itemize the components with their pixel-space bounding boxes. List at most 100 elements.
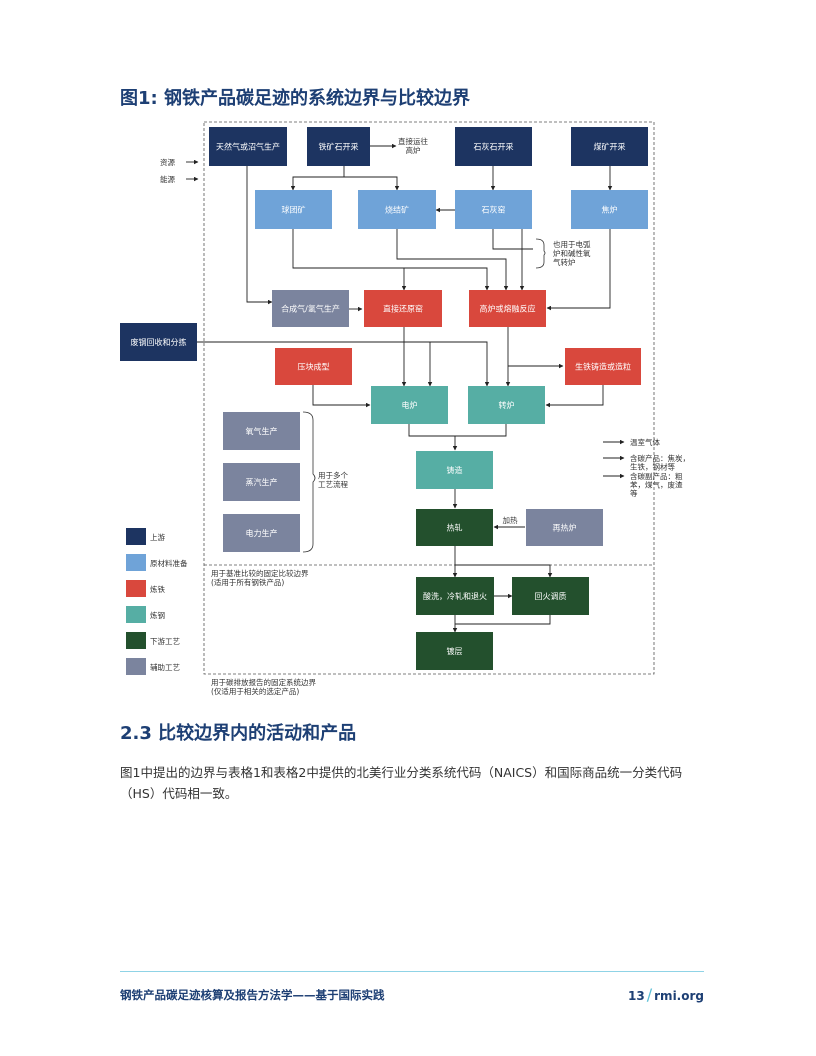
legend-item-upstream: 上游 xyxy=(126,528,165,545)
node-box xyxy=(455,127,532,166)
node-label: 石灰窑 xyxy=(482,205,506,215)
legend-item-aux: 辅助工艺 xyxy=(126,658,180,675)
node-bof: 转炉 xyxy=(468,386,545,424)
node-label: 回火调质 xyxy=(535,591,567,601)
figure-title: 图1: 钢铁产品碳足迹的系统边界与比较边界 xyxy=(120,88,470,109)
node-reheat: 再热炉 xyxy=(526,509,603,546)
node-box xyxy=(512,577,589,615)
legend-item-steel: 炼钢 xyxy=(126,606,165,623)
node-scrap: 废钢回收和分拣 xyxy=(120,323,197,361)
legend-label: 下游工艺 xyxy=(150,636,180,646)
legend-swatch xyxy=(126,632,146,649)
node-box xyxy=(223,514,300,552)
node-box xyxy=(307,127,370,166)
node-box xyxy=(416,632,493,670)
node-label: 焦炉 xyxy=(602,205,618,215)
site-link[interactable]: rmi.org xyxy=(654,989,704,1003)
node-label: 热轧 xyxy=(447,523,463,533)
node-box xyxy=(364,290,442,327)
node-label: 酸洗，冷轧和退火 xyxy=(423,591,487,601)
node-eaf: 电炉 xyxy=(371,386,448,424)
node-label: 电炉 xyxy=(402,400,418,410)
node-box xyxy=(209,127,287,166)
node-label: 氧气生产 xyxy=(246,426,278,436)
node-label: 再热炉 xyxy=(553,523,577,533)
node-cast: 铸造 xyxy=(416,451,493,489)
node-box xyxy=(416,577,494,615)
node-box xyxy=(571,127,648,166)
brace-multi-process xyxy=(302,411,316,553)
node-box xyxy=(223,412,300,450)
node-box xyxy=(272,290,349,327)
node-pig: 生铁铸造或造粒 xyxy=(565,348,641,385)
legend-item-raw: 原材料准备 xyxy=(126,554,188,571)
legend-label: 炼钢 xyxy=(150,610,165,620)
slash-divider: / xyxy=(646,985,653,1004)
node-box xyxy=(371,386,448,424)
legend-swatch xyxy=(126,554,146,571)
node-dri: 直接还原窑 xyxy=(364,290,442,327)
section-heading: 2.3 比较边界内的活动和产品 xyxy=(120,723,357,744)
node-box xyxy=(358,190,436,229)
annotation-also-eaf: 也用于电弧炉和碱性氧气转炉 xyxy=(553,239,591,267)
node-box xyxy=(416,451,493,489)
footer-page: 13/rmi.org xyxy=(628,985,704,1004)
node-box xyxy=(416,509,493,546)
node-label: 煤矿开采 xyxy=(594,142,626,152)
legend-item-iron: 炼铁 xyxy=(126,580,165,597)
brace-also-eaf xyxy=(535,238,546,269)
annotation-multi-process: 用于多个工艺流程 xyxy=(318,470,348,489)
node-hot: 热轧 xyxy=(416,509,493,546)
node-limestone: 石灰窑 xyxy=(455,190,532,229)
legend-item-downstream: 下游工艺 xyxy=(126,632,180,649)
input-resources-label: 资源 xyxy=(160,157,175,167)
node-box xyxy=(526,509,603,546)
footer-title: 钢铁产品碳足迹核算及报告方法学——基于国际实践 xyxy=(120,988,385,1002)
node-pellet: 球团矿 xyxy=(255,190,332,229)
legend-label: 上游 xyxy=(150,532,165,542)
node-box xyxy=(223,463,300,501)
node-box xyxy=(468,386,545,424)
input-energy-label: 能源 xyxy=(160,174,175,184)
node-bf: 高炉或熔融反应 xyxy=(469,290,546,327)
legend-label: 炼铁 xyxy=(150,584,165,594)
node-box xyxy=(469,290,546,327)
node-box xyxy=(571,190,648,229)
node-label: 压块成型 xyxy=(298,362,330,372)
node-gas: 天然气或沼气生产 xyxy=(209,127,287,166)
system-boundary-label: 用于碳排放报告的固定系统边界(仅适用于相关的选定产品) xyxy=(211,677,316,696)
node-coke: 焦炉 xyxy=(571,190,648,229)
page-number: 13 xyxy=(628,989,645,1003)
node-box xyxy=(275,348,352,385)
node-label: 生铁铸造或造粒 xyxy=(575,362,631,372)
node-oxygen: 氧气生产 xyxy=(223,412,300,450)
system-boundary xyxy=(203,121,655,675)
node-sinter: 烧结矿 xyxy=(358,190,436,229)
legend-swatch xyxy=(126,528,146,545)
node-label: 铁矿石开采 xyxy=(319,142,359,152)
legend-swatch xyxy=(126,658,146,675)
section-paragraph: 图1中提出的边界与表格1和表格2中提供的北美行业分类系统代码（NAICS）和国际… xyxy=(120,765,683,801)
node-syngas: 合成气/氢气生产 xyxy=(272,290,349,327)
annotation-heating: 加热 xyxy=(503,515,518,525)
legend-swatch xyxy=(126,606,146,623)
node-steam: 蒸汽生产 xyxy=(223,463,300,501)
footer-rule xyxy=(120,971,704,972)
compare-boundary-label: 用于基准比较的固定比较边界(适用于所有钢铁产品) xyxy=(211,568,309,587)
output-byproducts-label: 含碳副产品：粗苯，煤气，废渣等 xyxy=(630,471,683,498)
node-label: 高炉或熔融反应 xyxy=(480,304,536,314)
node-box xyxy=(565,348,641,385)
node-label: 天然气或沼气生产 xyxy=(216,142,280,152)
legend-swatch xyxy=(126,580,146,597)
legend-label: 原材料准备 xyxy=(150,558,188,568)
node-pickle: 酸洗，冷轧和退火 xyxy=(416,577,494,615)
node-lime: 石灰石开采 xyxy=(455,127,532,166)
node-briq: 压块成型 xyxy=(275,348,352,385)
legend-label: 辅助工艺 xyxy=(150,662,180,672)
node-label: 直接还原窑 xyxy=(383,304,423,314)
output-carbon-products-label: 含碳产品：焦炭，生铁，钢材等 xyxy=(630,453,690,472)
node-label: 镀层 xyxy=(447,646,463,656)
annotation-direct-ship: 直接运往高炉 xyxy=(398,136,428,155)
node-label: 合成气/氢气生产 xyxy=(281,304,340,314)
